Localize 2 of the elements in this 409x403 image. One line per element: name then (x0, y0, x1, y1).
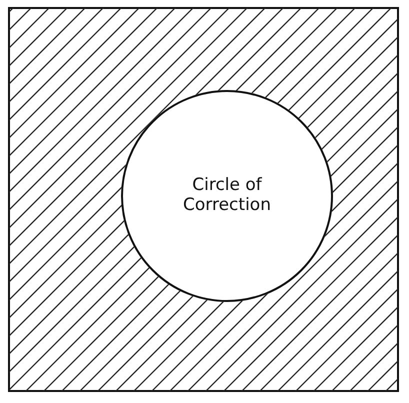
circle-label: Circle of Correction (182, 176, 272, 216)
correction-circle (121, 90, 333, 302)
